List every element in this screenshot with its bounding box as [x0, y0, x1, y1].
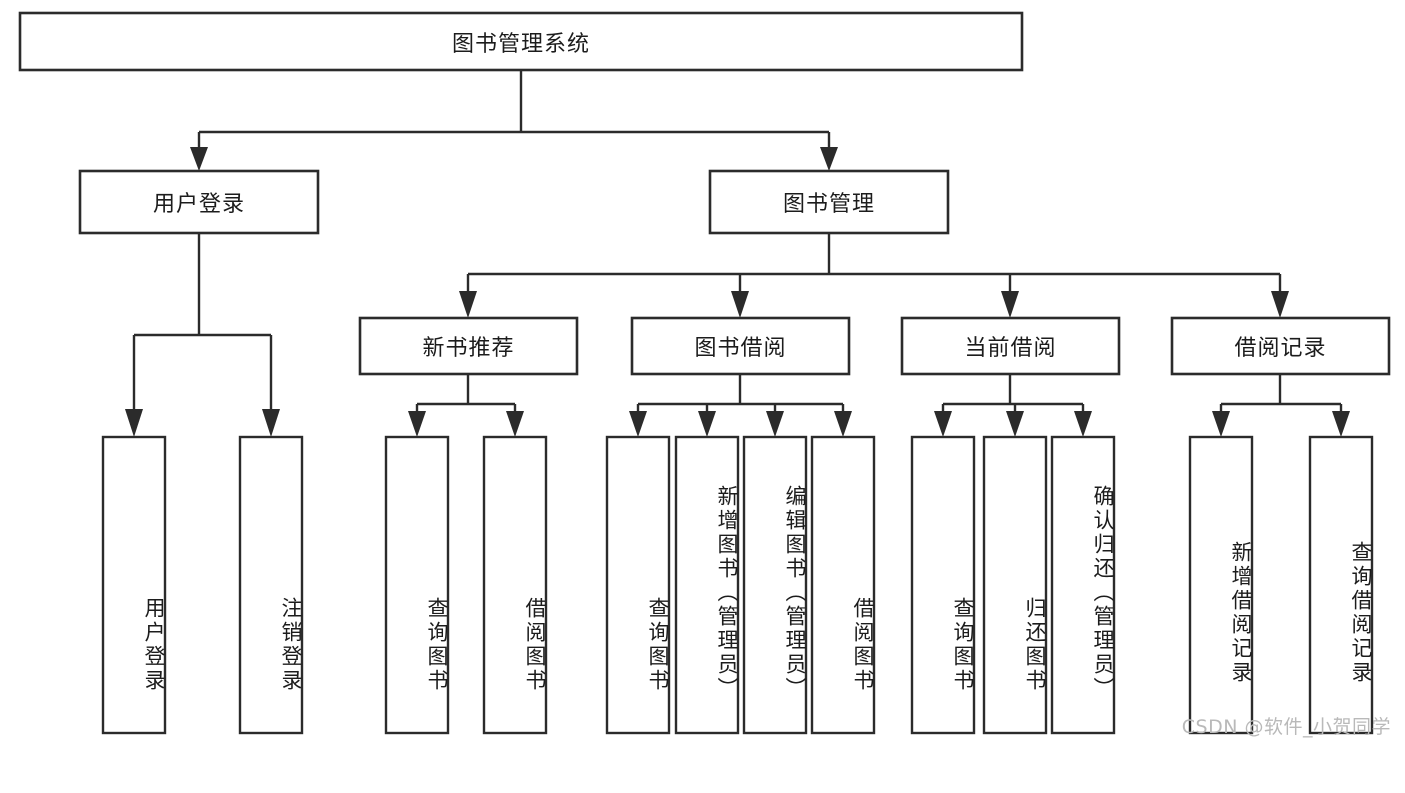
node-box-leaf-borrow-book-recommend[interactable]	[482, 435, 548, 735]
node-box-leaf-confirm-return[interactable]	[1050, 435, 1116, 735]
arrow-head-icon	[1001, 291, 1019, 318]
node-box-leaf-edit-book[interactable]	[742, 435, 808, 735]
connector-group-book-management	[459, 233, 1289, 318]
node-box-leaf-borrow-book[interactable]	[810, 435, 876, 735]
arrow-head-icon	[1332, 411, 1350, 437]
node-box-user-login[interactable]	[78, 169, 320, 235]
connector-group-current-borrow	[934, 374, 1092, 437]
node-box-leaf-return-book[interactable]	[982, 435, 1048, 735]
node-box-leaf-add-borrow-record[interactable]	[1188, 435, 1254, 735]
node-box-leaf-query-book-borrow[interactable]	[605, 435, 671, 735]
node-box-new-book-recommend[interactable]	[358, 316, 579, 376]
node-box-root[interactable]	[18, 11, 1024, 72]
arrow-head-icon	[1074, 411, 1092, 437]
flowchart-canvas: 图书管理系统 用户登录 图书管理 新书推荐 图书借阅 当前借阅 借阅记录 用户登…	[18, 11, 1391, 738]
node-box-leaf-query-book-current[interactable]	[910, 435, 976, 735]
arrow-head-icon	[1271, 291, 1289, 318]
connector-group-root	[190, 70, 838, 171]
node-box-leaf-logout[interactable]	[238, 435, 304, 735]
arrow-head-icon	[408, 411, 426, 437]
arrow-head-icon	[731, 291, 749, 318]
arrow-head-icon	[1212, 411, 1230, 437]
node-box-leaf-query-book-recommend[interactable]	[384, 435, 450, 735]
arrow-head-icon	[834, 411, 852, 437]
connector-group-book-borrow	[629, 374, 852, 437]
arrow-head-icon	[629, 411, 647, 437]
node-box-leaf-query-borrow-record[interactable]	[1308, 435, 1374, 735]
arrow-head-icon	[125, 409, 143, 437]
arrow-head-icon	[262, 409, 280, 437]
connector-group-new-book-recommend	[408, 374, 524, 437]
node-box-leaf-add-book[interactable]	[674, 435, 740, 735]
connector-group-user-login	[125, 233, 280, 437]
arrow-head-icon	[766, 411, 784, 437]
node-box-leaf-user-login[interactable]	[101, 435, 167, 735]
tree-diagram-svg	[18, 11, 1391, 735]
node-box-book-borrow[interactable]	[630, 316, 851, 376]
arrow-head-icon	[934, 411, 952, 437]
arrow-head-icon	[459, 291, 477, 318]
arrow-head-icon	[698, 411, 716, 437]
csdn-watermark: CSDN @软件_小贺同学	[1181, 716, 1391, 738]
arrow-head-icon	[820, 147, 838, 171]
arrow-head-icon	[1006, 411, 1024, 437]
arrow-head-icon	[506, 411, 524, 437]
node-box-current-borrow[interactable]	[900, 316, 1121, 376]
node-box-borrow-record[interactable]	[1170, 316, 1391, 376]
connector-group-borrow-record	[1212, 374, 1350, 437]
arrow-head-icon	[190, 147, 208, 171]
node-box-book-management[interactable]	[708, 169, 950, 235]
